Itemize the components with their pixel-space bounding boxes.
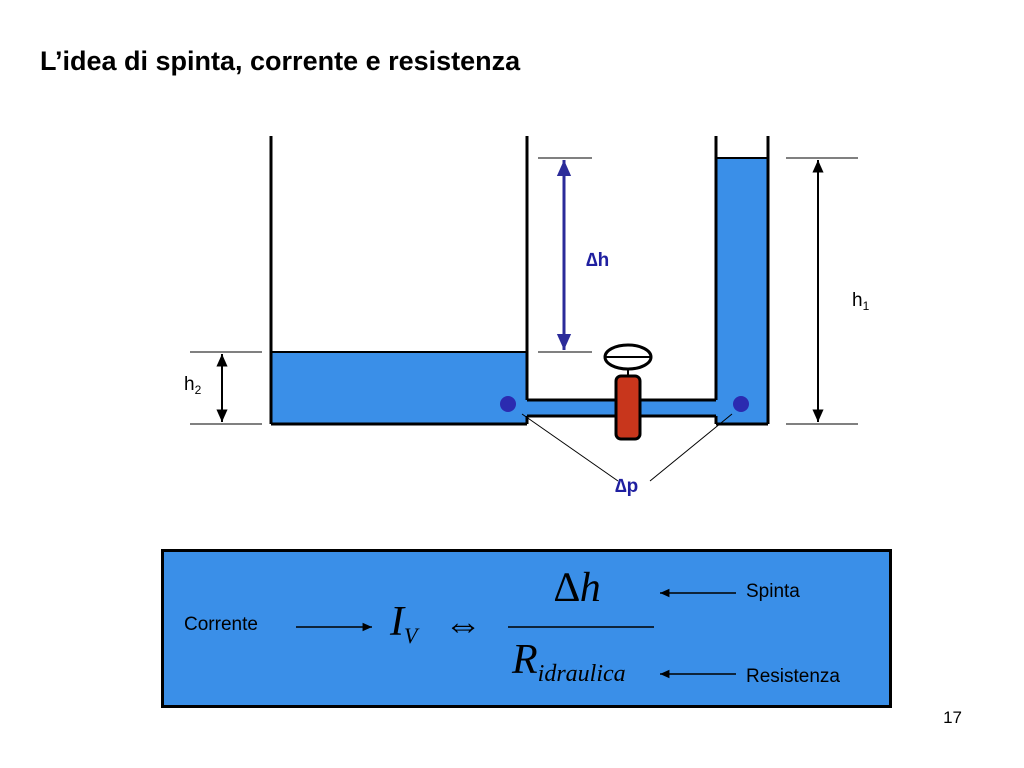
- h2-label-base: h: [184, 374, 195, 395]
- current-symbol-subscript: V: [404, 623, 418, 648]
- delta-h-dimension: [538, 157, 592, 353]
- h2-label-subscript: 2: [194, 383, 202, 397]
- current-symbol: IV: [390, 598, 417, 649]
- numerator-delta-h: ∆h: [554, 565, 601, 611]
- right-column-water: [716, 158, 768, 424]
- delta-h-label: ∆h: [586, 250, 610, 271]
- right-column-walls: [714, 136, 770, 426]
- denominator-main: R: [512, 637, 538, 683]
- delta-p-leaders: [521, 413, 733, 482]
- denominator-resistance: Ridraulica: [512, 636, 626, 688]
- spinta-label: Spinta: [746, 581, 800, 602]
- valve: [603, 343, 653, 441]
- equivalence-symbol: ⇔: [444, 604, 482, 646]
- h1-label: h1: [852, 290, 869, 313]
- h1-label-base: h: [852, 290, 863, 311]
- h2-label: h2: [184, 374, 201, 397]
- formula-box: [161, 549, 892, 708]
- slide-title: L’idea di spinta, corrente e resistenza: [40, 46, 521, 76]
- current-symbol-main: I: [390, 599, 404, 645]
- corrente-label: Corrente: [184, 614, 258, 635]
- denominator-subscript: idraulica: [537, 661, 626, 687]
- page-number: 17: [943, 708, 962, 727]
- pressure-point-left: [500, 396, 516, 412]
- h2-dimension: [190, 351, 262, 425]
- left-tank-water: [271, 352, 527, 424]
- valve-body: [614, 374, 642, 441]
- pressure-point-right: [733, 396, 749, 412]
- resistenza-label: Resistenza: [746, 666, 840, 687]
- left-tank-walls: [269, 136, 529, 426]
- h1-dimension: [786, 157, 858, 425]
- h1-label-subscript: 1: [862, 299, 870, 313]
- delta-p-label: ∆p: [615, 476, 639, 497]
